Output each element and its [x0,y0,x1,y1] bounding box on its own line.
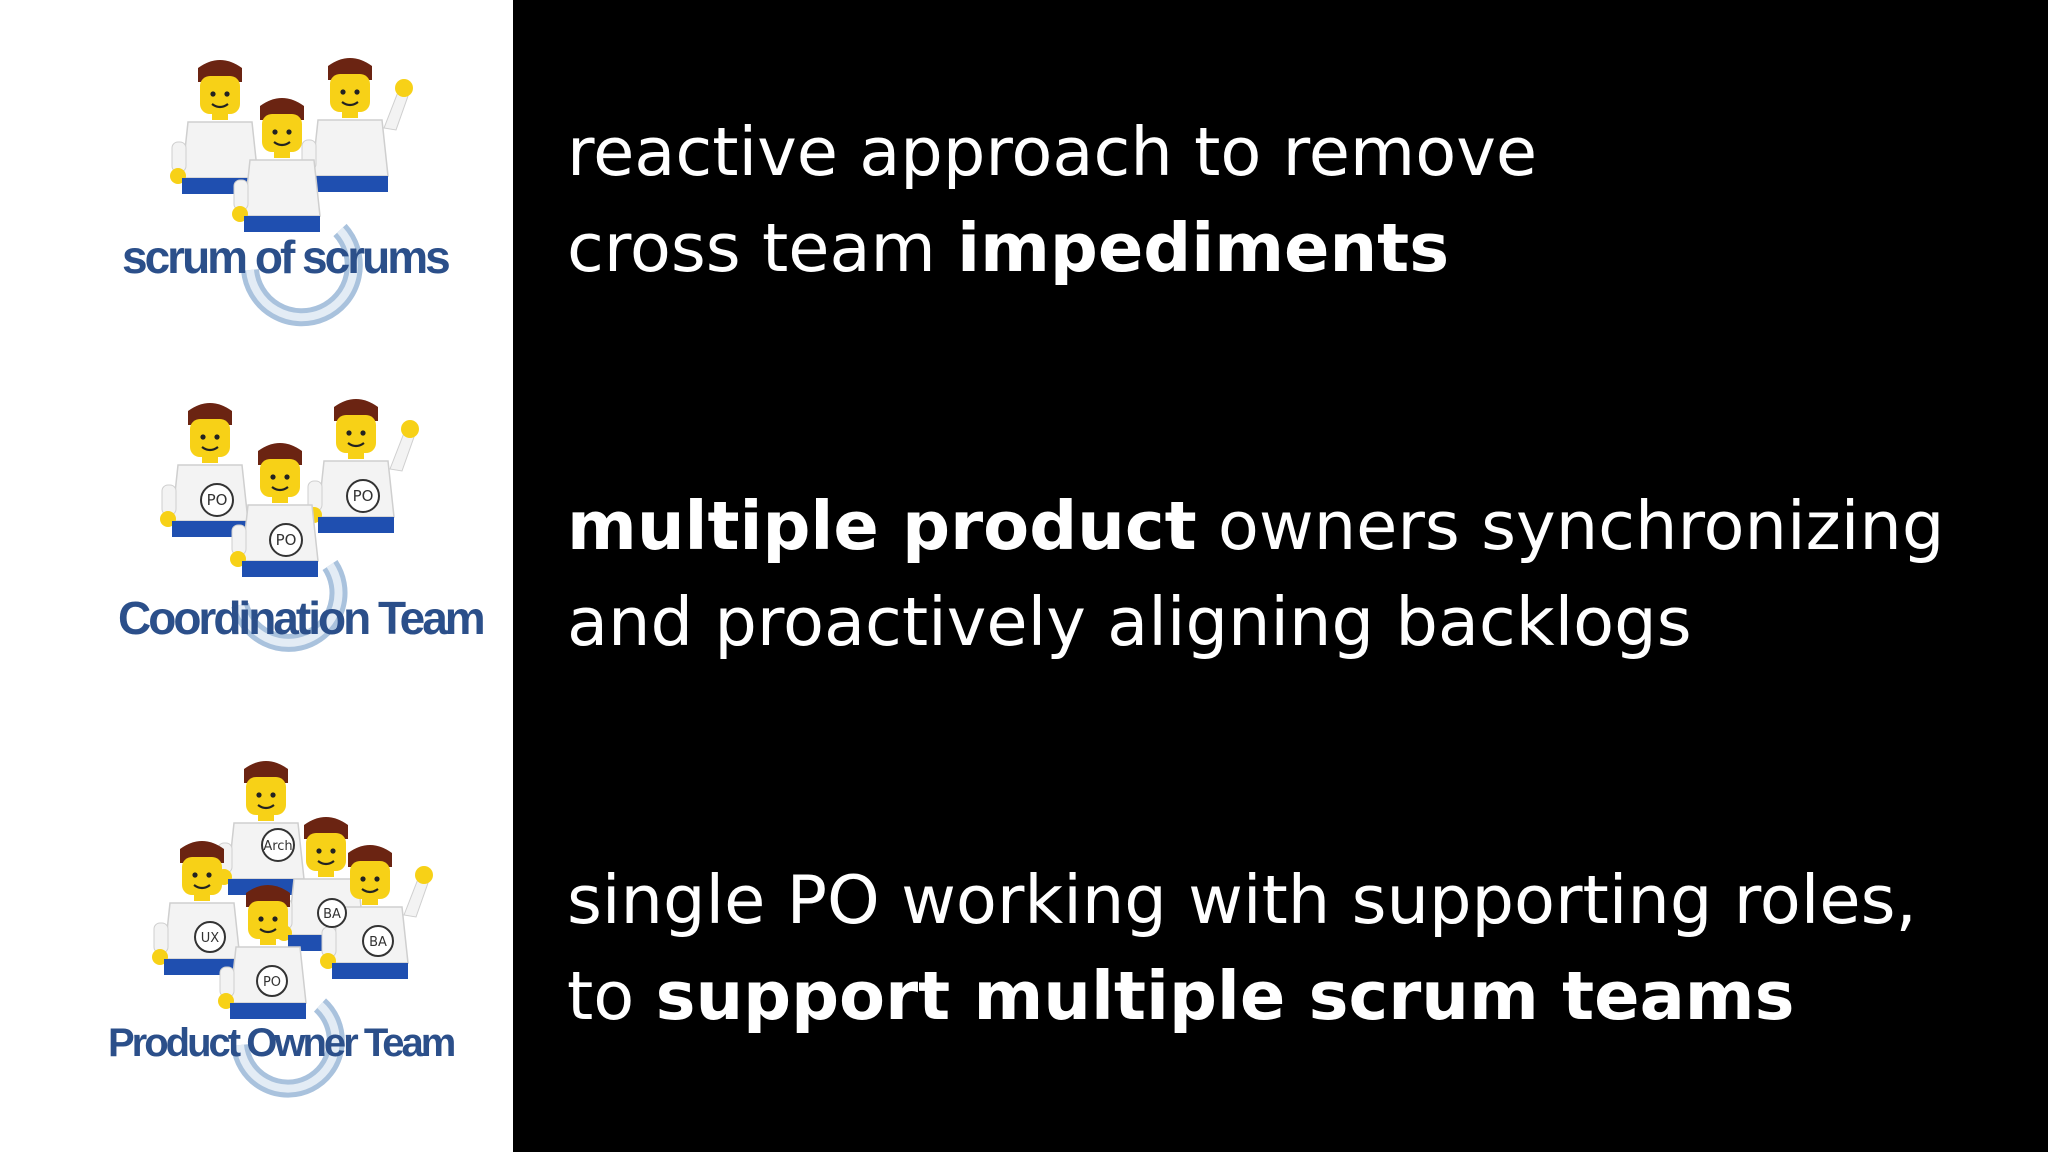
lego-team-po-figures-icon: PO PO PO [158,395,500,652]
po-badge-3: PO [276,531,297,549]
coordination-team-group: PO PO PO Coordination Team [100,395,500,685]
description-scrum-of-scrums: reactive approach to remove cross team i… [567,113,1538,287]
po-badge-1: PO [207,491,228,509]
scrum-of-scrums-group: scrum of scrums [100,40,480,340]
product-owner-team-label: Product Owner Team [108,1021,456,1065]
po-badge: PO [263,975,281,990]
left-image-panel: scrum of scrums PO PO PO Coordination Te… [0,0,513,1152]
ux-badge: UX [201,931,220,946]
coordination-team-label: Coordination Team [118,592,486,644]
ba-badge-1: BA [323,907,341,922]
product-owner-team-group: Arch BA UX BA PO Product Owner Team [100,745,500,1105]
po-badge-2: PO [353,487,374,505]
arch-badge: Arch [263,839,292,854]
lego-team-mixed-roles-icon: Arch BA UX BA PO [150,759,500,1098]
scrum-of-scrums-label: scrum of scrums [122,231,451,283]
lego-team-3-figures-icon [168,40,480,327]
ba-badge-2: BA [369,935,387,950]
description-product-owner-team: single PO working with supporting roles,… [567,861,1917,1035]
description-coordination-team: multiple product owners synchronizing an… [567,487,1945,661]
